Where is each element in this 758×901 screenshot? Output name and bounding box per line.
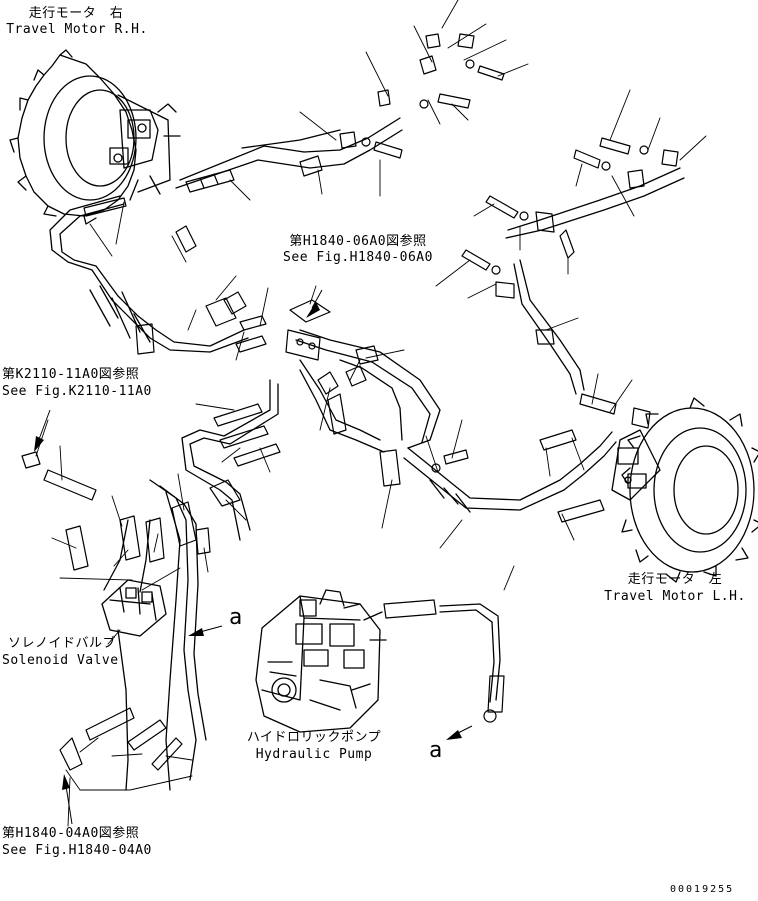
motor-lh-label-jp: 走行モータ 左: [627, 572, 723, 587]
ref-06a0-label-en: See Fig.H1840-06A0: [283, 250, 433, 265]
ref-04a0-label-jp: 第H1840-04A0図参照: [2, 826, 140, 841]
hydraulic-pump: [255, 589, 387, 733]
ref-04a0-label-en: See Fig.H1840-04A0: [2, 843, 152, 858]
view-letter-a-pump: a: [429, 738, 443, 763]
drawing-serial-number: 00019255: [670, 884, 735, 895]
solenoid-label-en: Solenoid Valve: [2, 653, 119, 668]
ref-k2110-label-jp: 第K2110-11A0図参照: [2, 367, 140, 382]
motor-lh-label-en: Travel Motor L.H.: [604, 589, 746, 604]
travel-motor-lh: [611, 397, 758, 583]
travel-motor-rh: [9, 49, 181, 225]
leader-lines: [35, 0, 707, 827]
hose-fittings: [43, 169, 617, 771]
motor-rh-label-en: Travel Motor R.H.: [6, 22, 148, 37]
hose-lines: [49, 117, 685, 791]
ref-06a0-label-jp: 第H1840-06A0図参照: [289, 234, 427, 249]
ref-k2110-label-en: See Fig.K2110-11A0: [2, 384, 152, 399]
pump-label-jp: ハイドロリックポンプ: [246, 730, 382, 745]
view-letter-a-solenoid: a: [229, 605, 243, 630]
solenoid-valve: [101, 579, 167, 637]
motor-rh-label-jp: 走行モータ 右: [28, 6, 124, 21]
pump-label-en: Hydraulic Pump: [255, 747, 373, 762]
reference-arrows: [34, 289, 473, 825]
clamps-and-bolts: [21, 33, 679, 771]
solenoid-label-jp: ソレノイドバルブ: [8, 636, 117, 651]
